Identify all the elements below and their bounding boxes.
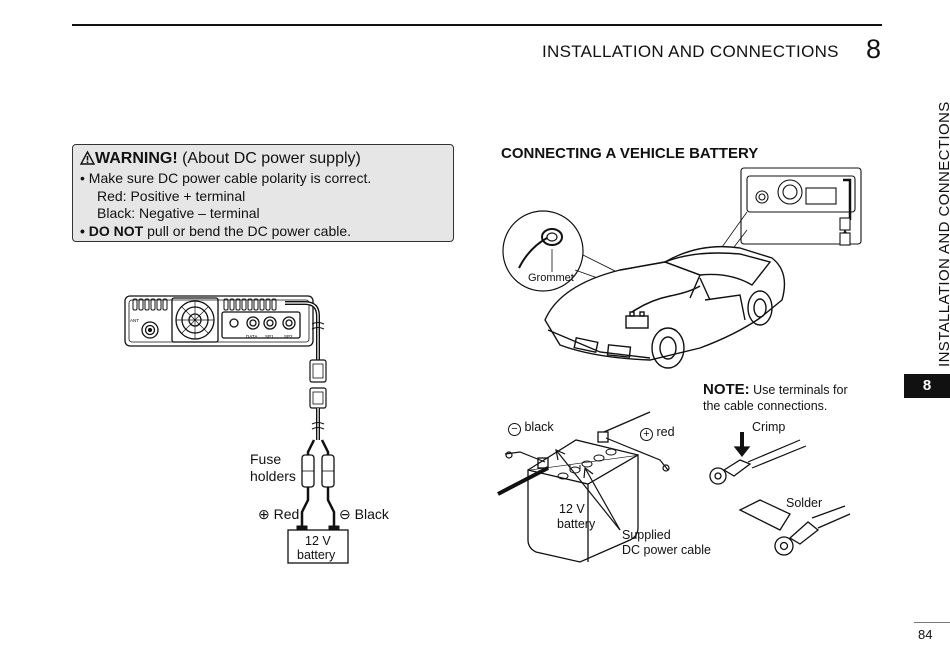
black-callout-label: black (524, 420, 554, 434)
ant-label: ANT (130, 318, 139, 323)
sp1-label: SP1 (265, 334, 274, 339)
crimp-terminal-illustration (709, 432, 807, 485)
warning-triangle-icon (79, 150, 96, 165)
solder-label: Solder (786, 496, 823, 510)
warning-title: WARNING! (About DC power supply) (79, 148, 453, 170)
page-header-title: INSTALLATION AND CONNECTIONS (542, 42, 839, 61)
minus-icon: ⊖ (339, 506, 351, 522)
warning-title-bold: WARNING! (95, 150, 178, 167)
section-title: CONNECTING A VEHICLE BATTERY (501, 145, 759, 162)
page-number-rule (914, 622, 950, 623)
page-number: 84 (918, 627, 933, 642)
note-line-2: the cable connections. (703, 399, 828, 413)
warning-line-1: • Make sure DC power cable polarity is c… (80, 170, 372, 186)
battery-label: battery (297, 548, 336, 562)
red-terminal-callout: + red (640, 425, 675, 441)
warning-box: WARNING! (About DC power supply) • Make … (72, 144, 454, 242)
vehicle-ground-lead (504, 451, 546, 463)
warning-title-rest: (About DC power supply) (177, 150, 361, 167)
plus-icon: ⊕ (258, 506, 270, 522)
sp2-label: SP2 (284, 334, 293, 339)
solder-terminal-illustration (738, 499, 851, 556)
warning-line-2: Red: Positive + terminal (97, 187, 246, 204)
red-lead (605, 437, 669, 471)
chapter-number: 8 (866, 34, 882, 64)
warning-line-4: • DO NOT pull or bend the DC power cable… (80, 223, 453, 241)
black-terminal-label: ⊖ Black (339, 506, 389, 523)
fuse-label: Fuse (250, 451, 282, 467)
car-illustration (544, 245, 786, 369)
radio-rear-panel (124, 295, 314, 347)
positive-terminal-icon (662, 464, 670, 472)
warning-line-4-bold: • DO NOT (80, 222, 144, 239)
note-block: NOTE: Use terminals for the cable connec… (703, 382, 848, 414)
minus-circle-icon: − (508, 423, 521, 436)
right-battery-label: battery (557, 517, 596, 531)
crimp-label: Crimp (752, 420, 786, 434)
holders-label: holders (250, 468, 296, 484)
warning-line-4-rest: pull or bend the DC power cable. (143, 222, 352, 239)
black-label: Black (354, 506, 389, 522)
red-callout-label: red (656, 425, 675, 439)
battery-detail (527, 431, 639, 563)
red-label: Red (273, 506, 300, 522)
side-tab-number: 8 (904, 374, 950, 398)
warning-line-3: Black: Negative – terminal (97, 205, 260, 221)
right-battery-voltage-label: 12 V (559, 502, 585, 516)
header-rule (72, 24, 882, 26)
black-cable (497, 466, 549, 496)
red-cable (603, 411, 651, 433)
black-terminal-callout: − black (508, 420, 554, 436)
engine-cable (631, 285, 701, 313)
inset-radio (740, 167, 862, 246)
note-line-1: NOTE: Use terminals for (703, 382, 848, 398)
grommet-inset (502, 210, 584, 292)
dc-power-cable (285, 301, 349, 564)
dc-power-cable-label: DC power cable (622, 543, 711, 557)
ground-terminal-icon (505, 451, 513, 459)
supplied-label: Supplied (622, 528, 671, 542)
grommet-label: Grommet (528, 272, 574, 284)
data-label: DATA (246, 334, 257, 339)
red-terminal-label: ⊕ Red (258, 506, 299, 523)
battery-voltage-label: 12 V (305, 534, 331, 548)
note-rest: Use terminals for (749, 383, 848, 397)
plus-circle-icon: + (640, 428, 653, 441)
note-bold: NOTE: (703, 381, 750, 398)
